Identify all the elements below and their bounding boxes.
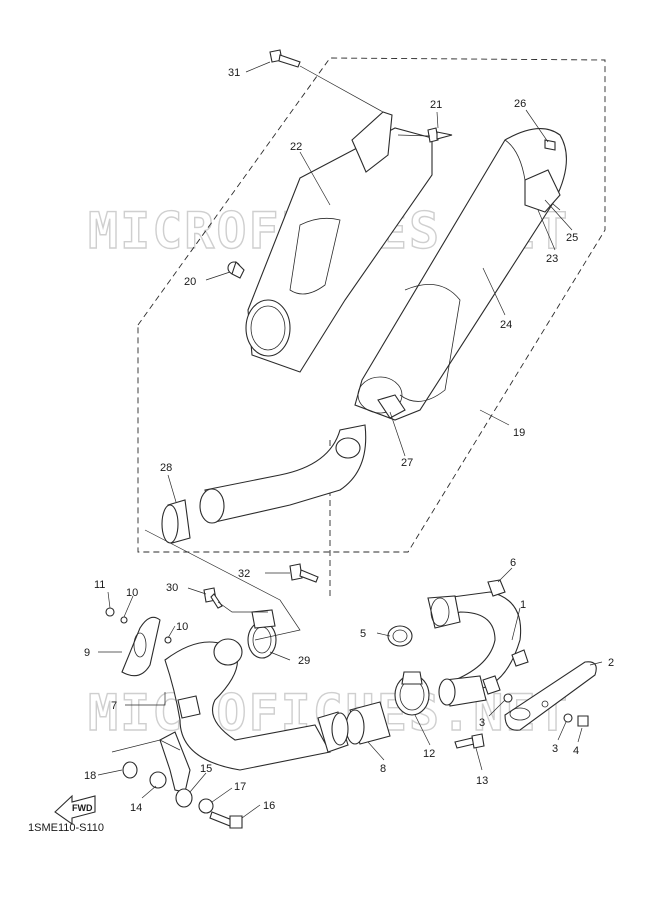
muffler-body bbox=[354, 128, 567, 421]
callout-6: 6 bbox=[510, 557, 516, 569]
callout-labels: 1 2 3 3 4 5 6 7 8 9 10 10 11 12 13 14 15… bbox=[84, 67, 614, 814]
bolt-4 bbox=[577, 715, 589, 727]
callout-17: 17 bbox=[234, 781, 246, 793]
callout-14: 14 bbox=[130, 802, 142, 814]
callout-18: 18 bbox=[84, 770, 96, 782]
callout-9: 9 bbox=[84, 647, 90, 659]
rear-exhaust-pipe bbox=[164, 638, 349, 771]
callout-19: 19 bbox=[513, 427, 525, 439]
callout-31: 31 bbox=[228, 67, 240, 79]
pipe-protector bbox=[121, 616, 161, 677]
callout-29: 29 bbox=[298, 655, 310, 667]
leader-lines bbox=[97, 61, 603, 819]
forward-direction-arrow: FWD bbox=[54, 794, 96, 826]
callout-21: 21 bbox=[430, 99, 442, 111]
washer-10a bbox=[120, 616, 128, 624]
callout-5: 5 bbox=[360, 628, 366, 640]
muffler-inlet-pipe bbox=[199, 424, 367, 524]
callout-30: 30 bbox=[166, 582, 178, 594]
muffler-assembly-boundary bbox=[137, 57, 606, 553]
callout-22: 22 bbox=[290, 141, 302, 153]
muffler-cover bbox=[245, 111, 433, 373]
bolt-20 bbox=[227, 260, 245, 279]
callout-13: 13 bbox=[476, 775, 488, 787]
exhaust-clamp bbox=[394, 671, 430, 716]
collar-18 bbox=[122, 761, 138, 779]
bolt-31 bbox=[269, 49, 301, 68]
callout-20: 20 bbox=[184, 276, 196, 288]
callout-2: 2 bbox=[608, 657, 614, 669]
callout-16: 16 bbox=[263, 800, 275, 812]
pipe-clamp bbox=[247, 609, 277, 659]
callout-12: 12 bbox=[423, 748, 435, 760]
washer-10b bbox=[164, 636, 172, 644]
header-gasket bbox=[387, 625, 413, 647]
bolt-11 bbox=[105, 607, 115, 617]
callout-24: 24 bbox=[500, 319, 512, 331]
callout-4: 4 bbox=[573, 745, 579, 757]
washer-3b bbox=[563, 713, 573, 723]
damper-15 bbox=[175, 788, 193, 808]
callout-8: 8 bbox=[380, 763, 386, 775]
diagram-code: 1SME110-S110 bbox=[28, 822, 105, 834]
pipe-bracket bbox=[149, 731, 191, 793]
muffler-gasket bbox=[161, 499, 191, 544]
fwd-label: FWD bbox=[72, 803, 93, 813]
bolt-30 bbox=[203, 587, 223, 609]
callout-11: 11 bbox=[94, 579, 105, 591]
callout-10a: 10 bbox=[126, 587, 138, 599]
header-heat-protector bbox=[504, 661, 597, 731]
callout-3a: 3 bbox=[479, 717, 485, 729]
callout-28: 28 bbox=[160, 462, 172, 474]
exhaust-header-pipe bbox=[427, 591, 529, 707]
callout-10b: 10 bbox=[176, 621, 188, 633]
callout-1: 1 bbox=[520, 599, 526, 611]
callout-26: 26 bbox=[514, 98, 526, 110]
callout-3b: 3 bbox=[552, 743, 558, 755]
washer-17 bbox=[198, 798, 214, 814]
bolt-16 bbox=[209, 811, 243, 829]
callout-7: 7 bbox=[111, 700, 117, 712]
bolt-32 bbox=[289, 563, 319, 583]
callout-25: 25 bbox=[566, 232, 578, 244]
callout-23: 23 bbox=[546, 253, 558, 265]
callout-27: 27 bbox=[401, 457, 413, 469]
callout-32: 32 bbox=[238, 568, 250, 580]
nut-6 bbox=[487, 579, 506, 597]
rivet-21 bbox=[427, 127, 453, 143]
clamp-bolt bbox=[454, 733, 485, 749]
joint-gasket bbox=[345, 701, 391, 745]
washer-3a bbox=[503, 693, 513, 703]
callout-15: 15 bbox=[200, 763, 212, 775]
